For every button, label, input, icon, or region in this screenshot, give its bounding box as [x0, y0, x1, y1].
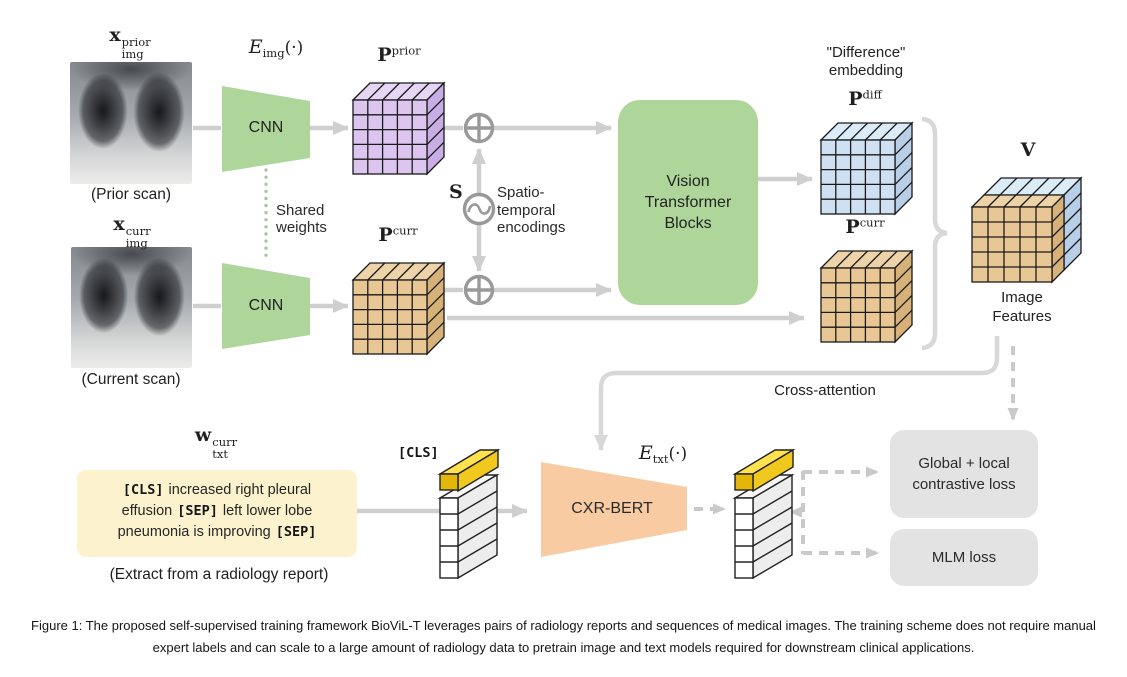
plus-circle-icon-bottom	[463, 274, 495, 306]
figure-caption-line1: Figure 1: The proposed self-supervised t…	[31, 618, 1096, 633]
cnn-encoder-prior	[222, 86, 310, 172]
figure-caption-line2: expert labels and can scale to a large a…	[152, 640, 975, 655]
cxr-bert-label: CXR-BERT	[571, 500, 653, 517]
report-line-3: pneumonia is improving [SEP]	[117, 524, 317, 540]
sep-tag-1: [SEP]	[177, 503, 218, 519]
vit-label-line1: Vision	[666, 173, 710, 190]
p-curr-left-cube	[351, 261, 446, 356]
p-curr-right-math-label: Pcurr	[845, 215, 885, 238]
e-txt-math-label: Etxt(·)	[638, 442, 688, 467]
p-prior-math-label: Pprior	[377, 43, 421, 66]
p-diff-math-label: Pdiff	[848, 87, 882, 110]
cnn-label-prior: CNN	[248, 119, 284, 136]
p-curr-right-cube	[819, 249, 914, 344]
cxr-bert-encoder	[541, 462, 687, 557]
diagram-canvas	[193, 81, 1083, 580]
cls-token-label: [CLS]	[398, 445, 439, 461]
p-curr-left-math-label: Pcurr	[378, 223, 418, 246]
vit-label-line2: Transformer	[644, 194, 732, 211]
shared-weights-label: Shared weights	[276, 202, 327, 236]
cross-attention-label: Cross-attention	[774, 382, 876, 399]
cross-attention-path	[594, 336, 1000, 451]
current-scan-caption: (Current scan)	[81, 371, 181, 388]
global-local-contrastive-loss-box: Global + local contrastive loss	[890, 430, 1038, 518]
mlm-loss-box: MLM loss	[890, 529, 1038, 586]
plus-circle-icon-top	[463, 112, 495, 144]
radiology-report-text-box: [CLS] increased right pleural effusion […	[77, 470, 357, 557]
extract-caption: (Extract from a radiology report)	[109, 566, 329, 583]
prior-scan-caption: (Prior scan)	[90, 186, 172, 203]
text-token-stack-input	[437, 448, 501, 580]
concat-brace	[921, 116, 948, 351]
sep-tag-2: [SEP]	[275, 524, 317, 540]
vit-label-line3: Blocks	[664, 215, 712, 232]
image-features-label: Image Features	[992, 289, 1052, 325]
spatio-temporal-encodings-label: Spatio- temporal encodings	[497, 184, 566, 236]
vision-transformer-blocks-box: Vision Transformer Blocks	[618, 100, 758, 305]
current-scan-xray-image	[71, 247, 192, 368]
s-math-label: S	[449, 181, 463, 203]
prior-scan-xray-image	[70, 62, 192, 184]
cnn-encoder-current	[222, 263, 310, 349]
cnn-label-current: CNN	[248, 297, 284, 314]
v-math-label: V	[1020, 139, 1036, 161]
e-img-math-label: Eimg(·)	[248, 36, 304, 61]
v-image-features-cube	[970, 176, 1083, 284]
dashed-arrows	[694, 346, 1019, 559]
p-diff-cube	[819, 121, 914, 216]
report-line-1: [CLS] increased right pleural	[122, 482, 312, 498]
text-token-stack-output	[732, 448, 796, 580]
cls-token-bar	[437, 448, 501, 493]
figure-caption: Figure 1: The proposed self-supervised t…	[0, 615, 1127, 659]
cls-token-bar-output	[732, 448, 796, 493]
sinusoid-icon	[462, 192, 496, 226]
cls-tag: [CLS]	[122, 482, 164, 498]
report-line-2: effusion [SEP] left lower lobe	[121, 503, 313, 519]
p-prior-cube	[351, 81, 446, 176]
difference-embedding-label: "Difference" embedding	[826, 44, 906, 79]
